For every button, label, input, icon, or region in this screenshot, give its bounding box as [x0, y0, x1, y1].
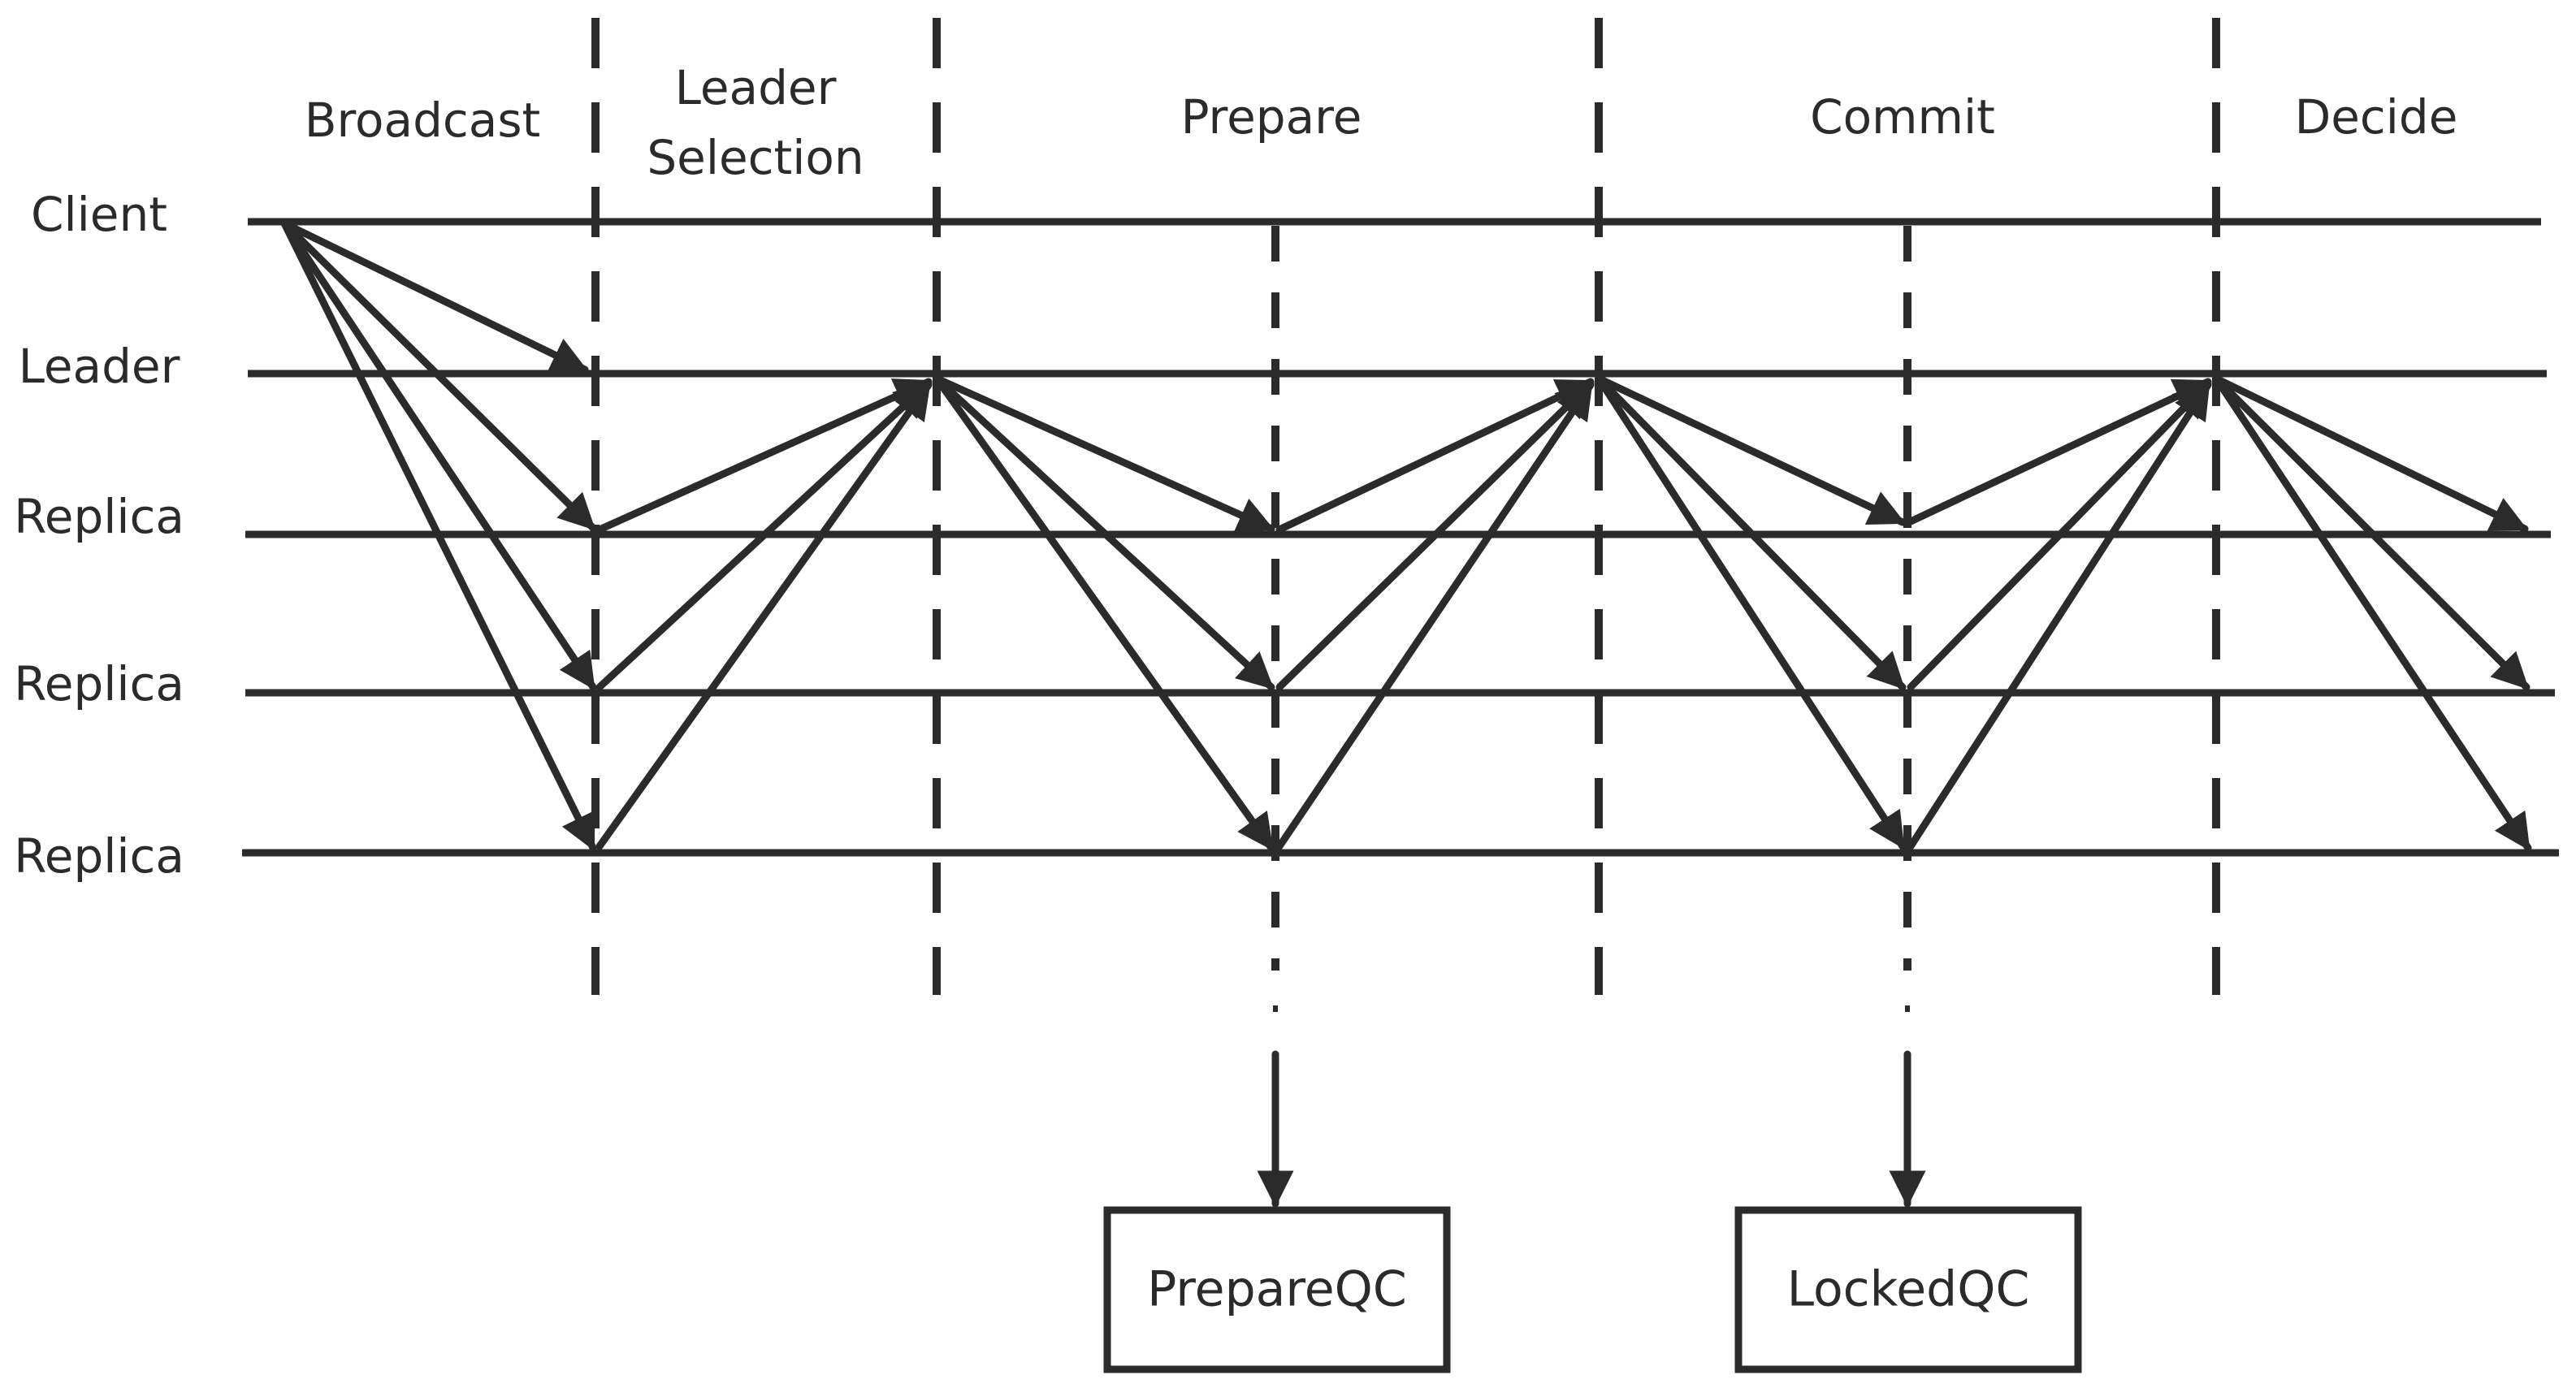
row-label-replica-1: Replica: [14, 489, 184, 544]
arrow-replica-3-to-leader-commit-vote: [1907, 381, 2212, 850]
arrow-leader-to-replica-3-decide: [2212, 374, 2532, 852]
arrow-replica-2-to-leader-prepare-vote: [1275, 379, 1595, 691]
phase-label-leader-selection-line2: Selection: [647, 130, 864, 185]
arrow-leader-to-replica-2-commit: [1595, 374, 1907, 691]
locked-qc-box: [1734, 1206, 2082, 1373]
arrow-leader-to-replica-1-decide: [2212, 374, 2529, 533]
arrow-replica-3-to-leader-selection: [595, 381, 933, 850]
arrow-replica-3-to-leader-prepare-vote: [1275, 381, 1595, 850]
row-label-replica-3: Replica: [14, 828, 184, 884]
prepare-qc-box: [1103, 1206, 1451, 1373]
arrow-leader-to-replica-1-prepare: [933, 374, 1275, 533]
phase-label-broadcast: Broadcast: [305, 93, 541, 148]
arrow-client-to-replica-3: [280, 219, 597, 852]
arrow-replica-1-to-leader-selection: [595, 378, 933, 534]
message-arrows: [280, 219, 2532, 1208]
arrow-leader-to-replica-3-prepare: [933, 374, 1275, 852]
row-label-replica-2: Replica: [14, 656, 184, 711]
arrow-replica-2-to-leader-commit-vote: [1907, 379, 2212, 691]
arrow-leader-to-replica-2-prepare: [933, 374, 1275, 691]
arrow-replica-1-to-leader-commit-vote: [1907, 378, 2212, 525]
arrow-client-to-leader: [280, 219, 589, 374]
locked-qc-label: LockedQC: [1787, 1261, 2030, 1318]
phase-label-leader-selection-line1: Leader: [675, 60, 837, 115]
arrow-replica-2-to-leader-selection: [595, 379, 933, 691]
phase-label-decide: Decide: [2295, 89, 2458, 145]
arrow-client-to-replica-1: [280, 219, 597, 532]
phase-label-prepare: Prepare: [1181, 89, 1362, 145]
arrow-client-to-replica-2: [280, 219, 597, 691]
arrow-leader-to-replica-2-decide: [2212, 374, 2531, 691]
arrow-leader-to-replica-3-commit: [1595, 374, 1907, 850]
row-label-leader: Leader: [19, 339, 180, 394]
arrow-replica-1-to-leader-prepare-vote: [1275, 378, 1595, 534]
row-label-client: Client: [31, 187, 167, 242]
arrow-leader-to-replica-1-commit: [1595, 374, 1907, 526]
prepare-qc-label: PrepareQC: [1147, 1261, 1407, 1318]
phase-label-commit: Commit: [1810, 89, 1995, 145]
timelines: [242, 218, 2559, 857]
